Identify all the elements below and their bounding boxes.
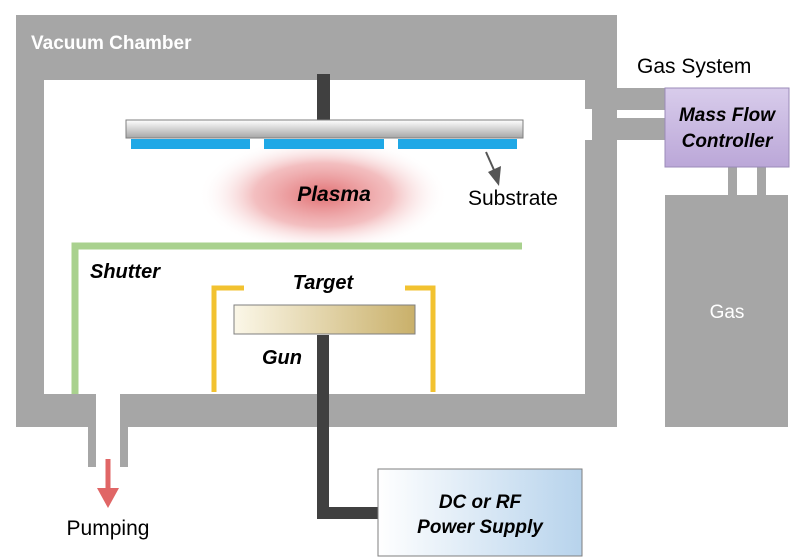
substrate-rod — [317, 74, 330, 122]
shutter-label: Shutter — [90, 261, 161, 283]
plasma-glow — [198, 137, 448, 253]
power-supply-box — [377, 468, 583, 557]
substrate-pointer-line — [485, 151, 495, 171]
substrate-label: Substrate — [468, 187, 558, 210]
substrate-3 — [398, 139, 517, 149]
substrate-1 — [131, 139, 250, 149]
gun-label: Gun — [262, 347, 302, 369]
target-label: Target — [293, 272, 355, 294]
shutter — [71, 242, 522, 394]
vacuum-chamber-label: Vacuum Chamber — [31, 33, 192, 54]
gun-power-cable — [317, 335, 378, 519]
gas-pipe-left — [728, 165, 737, 197]
target-plate — [233, 304, 416, 335]
power-supply-label-line2: Power Supply — [417, 517, 544, 538]
power-supply-label-line1: DC or RF — [439, 492, 523, 513]
pumping-label: Pumping — [67, 517, 150, 540]
gas-line-lower — [592, 118, 665, 140]
gas-line-upper — [592, 88, 665, 110]
substrate-pointer-head — [488, 166, 501, 186]
vacuum-chamber-walls — [16, 15, 617, 467]
plasma-label: Plasma — [297, 183, 371, 206]
gas-system-label: Gas System — [637, 55, 751, 78]
mass-flow-label-line1: Mass Flow — [679, 105, 776, 126]
mass-flow-label-line2: Controller — [682, 131, 774, 152]
gas-pipe-right — [757, 165, 766, 197]
pumping-arrow-head — [97, 488, 119, 508]
gun-shield-right — [405, 285, 436, 392]
gas-label: Gas — [710, 302, 745, 323]
substrate-2 — [264, 139, 384, 149]
mass-flow-controller-box — [664, 87, 790, 168]
gas-cylinder — [665, 195, 788, 427]
gun-shield-left — [211, 285, 244, 392]
substrate-holder — [125, 119, 524, 139]
